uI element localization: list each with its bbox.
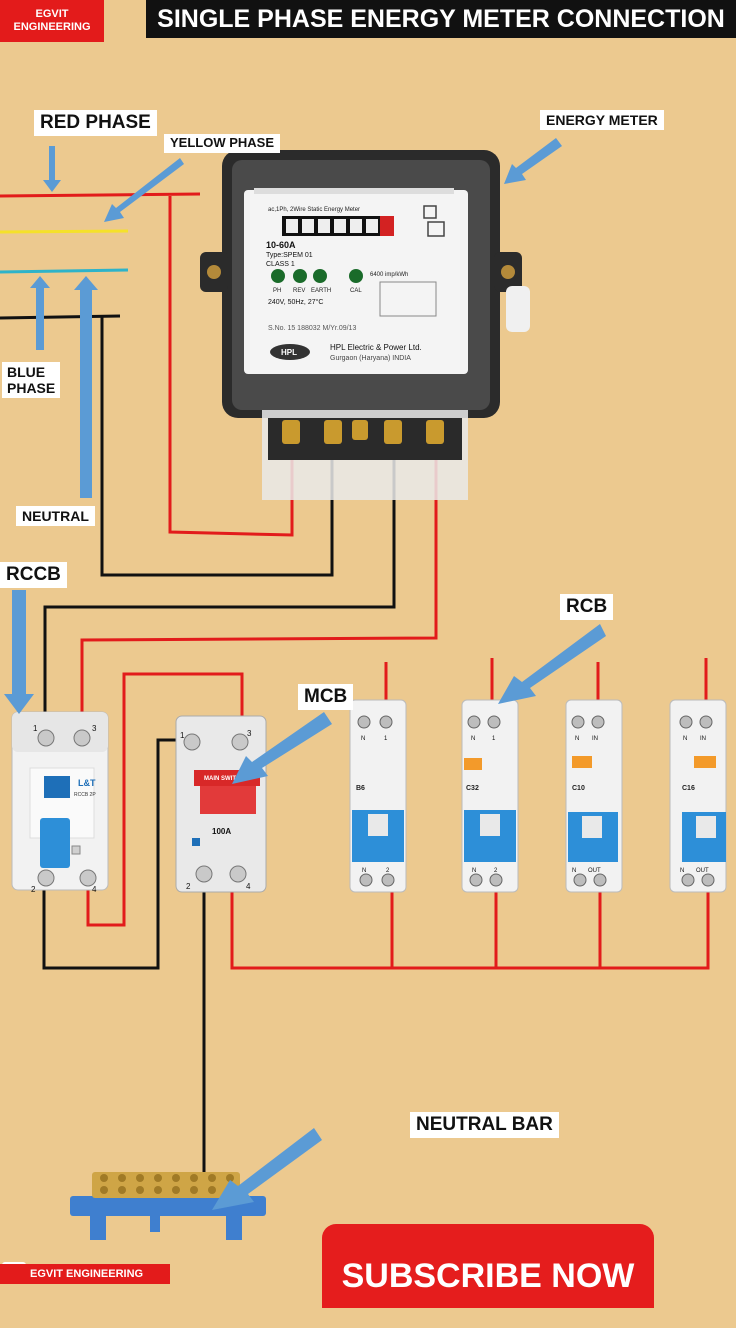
arrow-blue-phase — [30, 276, 50, 350]
rcbo-1-top-n: N — [361, 736, 365, 742]
rcbo-3-rating: C10 — [572, 785, 585, 792]
rccb-brand: L&T — [78, 778, 96, 788]
label-neutral-bar: NEUTRAL BAR — [410, 1112, 559, 1138]
label-blue-phase-line2: PHASE — [7, 380, 56, 397]
label-rccb: RCCB — [0, 562, 67, 588]
page-title: SINGLE PHASE ENERGY METER CONNECTION — [146, 0, 736, 38]
arrow-rcb — [498, 624, 606, 704]
yellow-phase-line — [0, 229, 129, 234]
label-red-phase: RED PHASE — [34, 110, 157, 136]
mcb-rating: 100A — [212, 827, 231, 836]
arrow-mcb — [232, 712, 332, 784]
rcbo-4-top-l: IN — [700, 736, 706, 742]
rcbo-4-bottom-l: OUT — [696, 868, 709, 874]
arrow-energy-meter — [504, 138, 562, 184]
label-blue-phase: BLUE PHASE — [2, 362, 61, 399]
rccb-terminal-3: 3 — [92, 724, 97, 733]
brand-text: EGVIT ENGINEERING — [13, 8, 91, 33]
label-energy-meter: ENERGY METER — [540, 110, 664, 131]
arrow-neutral-bar — [212, 1128, 322, 1210]
meter-maker: HPL Electric & Power Ltd. — [330, 343, 422, 352]
meter-indicator-rev: REV — [293, 288, 305, 294]
meter-spec: 240V, 50Hz, 27°C — [268, 298, 323, 306]
rcbo-4-rating: C16 — [682, 785, 695, 792]
mcb-terminal-1: 1 — [180, 731, 185, 740]
subscribe-button[interactable]: SUBSCRIBE NOW — [322, 1224, 654, 1308]
mcb-terminal-3: 3 — [247, 729, 252, 738]
rccb-mcb-neutral-wire — [42, 738, 190, 970]
label-neutral: NEUTRAL — [16, 506, 95, 527]
arrow-rccb — [4, 590, 34, 714]
label-yellow-phase: YELLOW PHASE — [164, 134, 281, 153]
rcbo-1-bottom-n: N — [362, 868, 366, 874]
rcbo-2-bottom-n: N — [472, 868, 476, 874]
mcb-device — [175, 715, 267, 893]
meter-rating: 10-60A — [266, 240, 296, 250]
mcb-top-text: MAIN SWITCH — [204, 776, 245, 782]
arrow-neutral — [74, 276, 98, 498]
meter-indicator-ph: PH — [273, 288, 281, 294]
rccb-terminal-2: 2 — [31, 885, 36, 894]
meter-cal: CAL — [350, 288, 362, 294]
rcbo-device-4 — [669, 699, 727, 893]
mcb-phase-busbar — [230, 880, 710, 970]
neutral-line — [0, 314, 121, 320]
rcbo-device-1 — [349, 699, 407, 893]
rcbo-3-bottom-n: N — [572, 868, 576, 874]
rcbo-2-top-l: 1 — [492, 736, 496, 742]
meter-logo: HPL — [281, 348, 297, 357]
neutral-bar — [70, 1172, 266, 1240]
rcbo-4-top-n: N — [683, 736, 687, 742]
energy-meter — [200, 150, 530, 500]
meter-class: CLASS 1 — [266, 261, 295, 268]
meter-model-line: ac,1Ph, 2Wire Static Energy Meter — [268, 207, 360, 213]
arrow-yellow-phase — [104, 158, 184, 222]
label-mcb: MCB — [298, 684, 354, 710]
rccb-model: RCCB 2P — [74, 792, 96, 798]
neutral-out-wire — [43, 430, 396, 728]
meter-location: Gurgaon (Haryana) INDIA — [330, 355, 411, 362]
neutral-in-wire — [100, 316, 334, 577]
rccb-device — [11, 711, 109, 891]
rcbo-3-top-n: N — [575, 736, 579, 742]
rcbo-1-top-l: 1 — [384, 736, 388, 742]
rcbo-2-rating: C32 — [466, 785, 479, 792]
mcb-terminal-4: 4 — [246, 882, 251, 891]
rccb-terminal-1: 1 — [33, 724, 38, 733]
mcb-terminal-2: 2 — [186, 882, 191, 891]
meter-indicator-earth: EARTH — [311, 288, 331, 294]
rcbo-4-bottom-n: N — [680, 868, 684, 874]
red-phase-line — [0, 192, 201, 198]
meter-impulse: 6400 imp/kWh — [370, 272, 408, 278]
meter-type: Type:SPEM 01 — [266, 252, 313, 259]
rcbo-1-bottom-l: 2 — [386, 868, 390, 874]
rcbo-device-3 — [565, 699, 623, 893]
rccb-mcb-phase-wire — [86, 672, 244, 927]
rcbo-2-bottom-l: 2 — [494, 868, 498, 874]
brand-badge: EGVIT ENGINEERING — [0, 0, 104, 42]
rcbo-2-top-n: N — [471, 736, 475, 742]
rccb-terminal-4: 4 — [92, 885, 97, 894]
rcbo-3-top-l: IN — [592, 736, 598, 742]
rcbo-device-2 — [461, 699, 519, 893]
rcbo-1-rating: B6 — [356, 785, 365, 792]
phase-out-wire — [80, 430, 438, 728]
label-rcb: RCB — [560, 594, 614, 620]
blue-phase-line — [0, 268, 129, 274]
meter-serial: S.No. 15 188032 M/Yr.09/13 — [268, 325, 356, 332]
channel-name: EGVIT ENGINEERING — [0, 1264, 170, 1284]
rcbo-3-bottom-l: OUT — [588, 868, 601, 874]
label-blue-phase-line1: BLUE — [7, 364, 46, 380]
arrow-red-phase — [43, 146, 61, 192]
